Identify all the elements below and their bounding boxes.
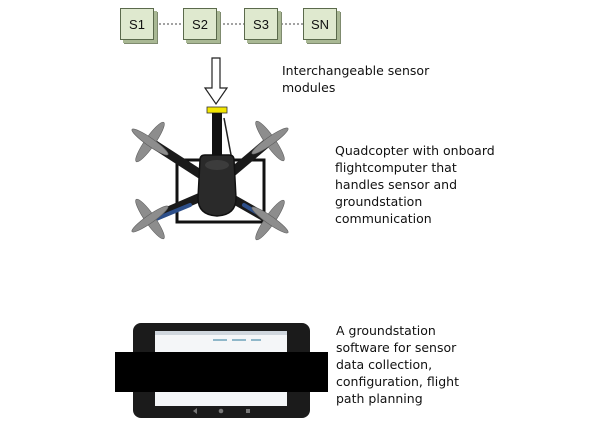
quadcopter-illustration	[131, 120, 289, 241]
sensor-mast	[212, 113, 222, 161]
redaction-bar	[115, 352, 328, 392]
sensor-module-sn: SN	[303, 8, 337, 40]
sensor-mount	[206, 106, 228, 114]
caption-quadcopter: Quadcopter with onboard flightcomputer t…	[335, 143, 495, 226]
sensor-module-s3: S3	[244, 8, 278, 40]
sensor-module-s2: S2	[183, 8, 217, 40]
caption-groundstation: A groundstation software for sensor data…	[336, 323, 459, 406]
antenna	[223, 117, 233, 161]
caption-sensor-modules: Interchangeable sensor modules	[282, 63, 430, 95]
sensor-module-s1: S1	[120, 8, 154, 40]
down-arrow-icon	[203, 57, 229, 106]
